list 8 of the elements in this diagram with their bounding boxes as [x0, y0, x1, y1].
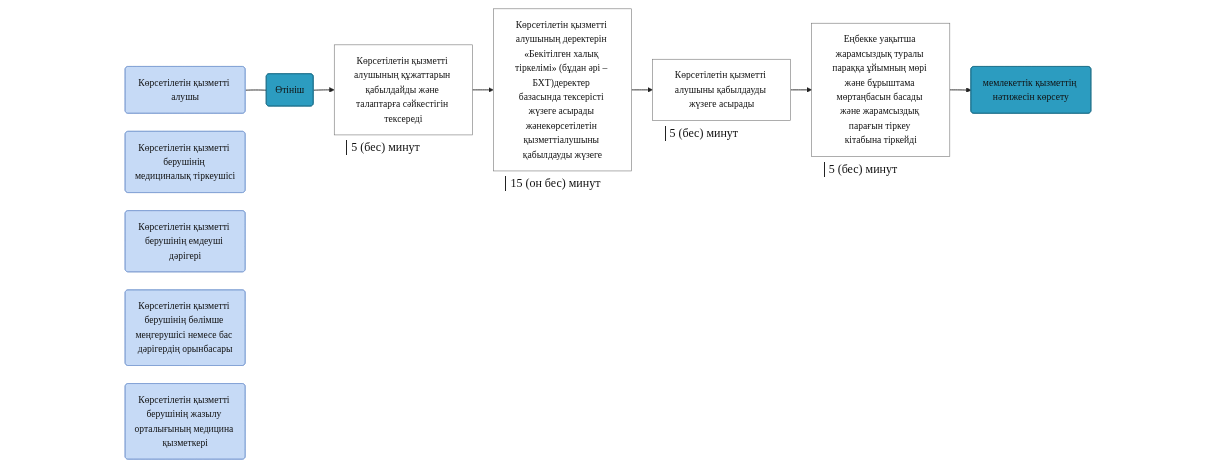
duration-note: 5 (бес) минут: [823, 162, 898, 178]
node-box: Көрсетілетін қызметті алушыны қабылдауды жүзеге асырады: [652, 58, 791, 121]
node-box: Көрсетілетін қызметті алушының құжаттарын қабылдайды және талаптарға сәйкестігін тексереді: [333, 44, 473, 135]
duration-note: 5 (бес) минут: [664, 126, 739, 141]
node-box: Еңбекке уақытша жарамсыздық туралы параққа ұйымның мөрі және бұрыштама мөртаңбасын басады және жарамсыздық парағын тіркеу кітабына тіркейді: [811, 22, 951, 157]
duration-note: 15 (он бес) минут: [505, 176, 601, 192]
duration-note: 5 (бес) минут: [346, 140, 420, 156]
node-box: Көрсетілетін қызметті алушының деректерін «Бекітілген халық тіркелімі» (бұдан әрі – БХТ)деректер базасында тексерісті жүзеге асырады жәнекөрсетілетін қызметтіалушыны қабылдауды жүзеге: [493, 8, 632, 171]
